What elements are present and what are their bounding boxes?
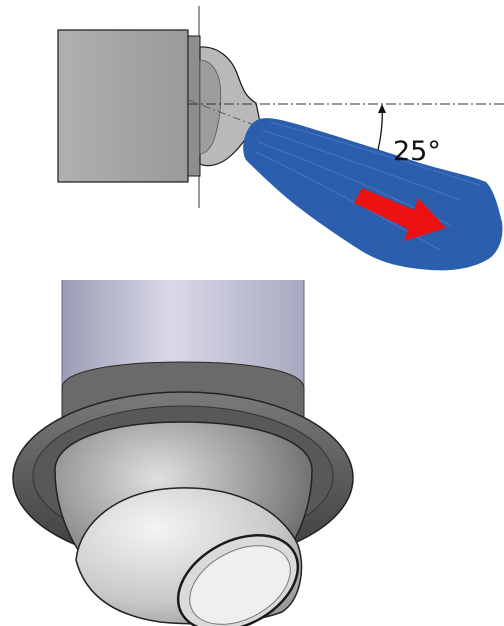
side-view: 25° (57, 6, 504, 271)
nozzle-tip-inner (199, 59, 222, 155)
nozzle-body (57, 29, 189, 183)
angle-label: 25° (393, 136, 441, 167)
angle-arrowhead (378, 104, 386, 113)
ball-opening-inner (189, 545, 291, 625)
flow-direction-arrow-icon (354, 188, 446, 241)
nozzle-face-plate (187, 35, 201, 177)
perspective-view (12, 280, 354, 626)
tilted-centerline (187, 99, 263, 129)
